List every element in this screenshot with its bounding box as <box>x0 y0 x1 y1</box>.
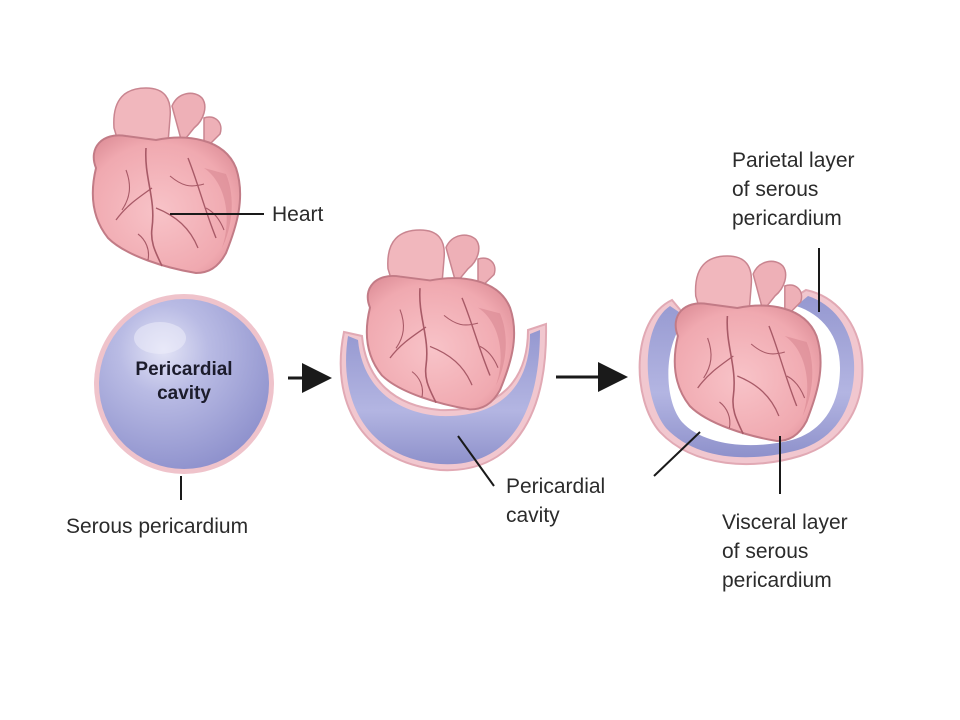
invaginating-sac <box>339 322 548 472</box>
pericardial-cavity-right-leader-line <box>653 431 701 477</box>
parietal-layer-label: Parietal layer of serous pericardium <box>732 149 855 230</box>
visceral-layer-label: Visceral layer of serous pericardium <box>722 511 848 592</box>
heart-label: Heart <box>272 203 324 226</box>
heart-illustration-1 <box>91 87 242 274</box>
serous-pericardium-sphere <box>94 294 274 474</box>
enclosing-sac <box>638 288 864 466</box>
pericardial-cavity-mid-leader-line <box>457 435 495 487</box>
pericardial-cavity-inner-label: Pericardial cavity <box>135 359 233 404</box>
heart-illustration-3 <box>673 255 822 442</box>
pericardial-cavity-mid-label: Pericardial cavity <box>506 475 606 527</box>
heart-illustration-2 <box>365 229 516 411</box>
serous-pericardium-label: Serous pericardium <box>66 515 249 538</box>
